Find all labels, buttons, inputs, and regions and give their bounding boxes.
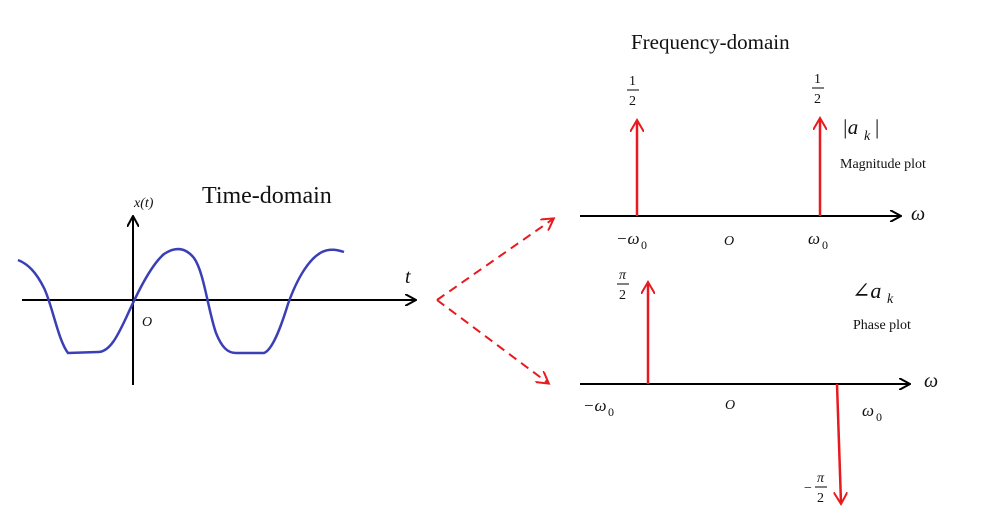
magnitude-origin: O: [724, 234, 734, 249]
phase-right-tick: ω 0: [862, 401, 882, 424]
time-signal-curve: [17, 247, 345, 355]
magnitude-axis-label: ω: [911, 203, 925, 225]
phase-impulse-down: [837, 383, 841, 503]
arrow-to-magnitude: [436, 219, 553, 301]
tick-sub: 0: [641, 238, 647, 252]
phase-down-value: − π 2: [804, 471, 827, 506]
fraction-denominator: 2: [814, 92, 821, 107]
tick-sub: 0: [822, 238, 828, 252]
magnitude-left-tick: −ω 0: [616, 229, 647, 252]
time-origin-label: O: [142, 315, 152, 330]
phase-plot: π 2 ∠a k Phase plot ω −ω 0 O ω 0 − π 2: [580, 268, 938, 506]
phase-origin: O: [725, 398, 735, 413]
phase-caption: Phase plot: [853, 318, 911, 333]
arrow-to-phase: [436, 299, 548, 383]
time-x-axis-label: t: [405, 266, 411, 288]
tick-main: ω: [862, 401, 874, 420]
phase-symbol-sub: k: [887, 292, 894, 307]
fraction-denominator: 2: [619, 288, 626, 303]
phase-symbol: ∠a k: [852, 278, 894, 307]
tick-main: −ω: [583, 396, 606, 415]
magnitude-left-value: 1 2: [627, 74, 639, 109]
magnitude-symbol-close: |: [875, 115, 879, 139]
fraction-denominator: 2: [629, 94, 636, 109]
domain-transform-arrows: [436, 219, 553, 383]
fraction-numerator: π: [817, 471, 825, 486]
time-domain-plot: x(t) t O Time-domain: [17, 183, 415, 385]
time-y-axis-label: x(t): [133, 196, 154, 211]
tick-main: ω: [808, 229, 820, 248]
fraction-denominator: 2: [817, 491, 824, 506]
phase-up-value: π 2: [617, 268, 629, 303]
magnitude-symbol-main: |a: [842, 115, 858, 139]
phase-symbol-main: ∠a: [852, 278, 881, 303]
fraction-sign: −: [804, 481, 812, 496]
fraction-numerator: π: [619, 268, 627, 283]
magnitude-symbol-sub: k: [864, 129, 871, 144]
fraction-numerator: 1: [629, 74, 636, 89]
magnitude-right-value: 1 2: [812, 72, 824, 107]
phase-left-tick: −ω 0: [583, 396, 614, 419]
magnitude-caption: Magnitude plot: [840, 157, 926, 172]
tick-main: −ω: [616, 229, 639, 248]
tick-sub: 0: [876, 410, 882, 424]
magnitude-symbol: |a k |: [842, 115, 879, 144]
magnitude-right-tick: ω 0: [808, 229, 828, 252]
time-domain-title: Time-domain: [202, 183, 332, 209]
frequency-domain-title: Frequency-domain: [631, 30, 790, 54]
tick-sub: 0: [608, 405, 614, 419]
magnitude-plot: 1 2 1 2 |a k | Magnitude plot ω −ω 0 O ω…: [580, 72, 926, 252]
fraction-numerator: 1: [814, 72, 821, 87]
phase-axis-label: ω: [924, 370, 938, 392]
